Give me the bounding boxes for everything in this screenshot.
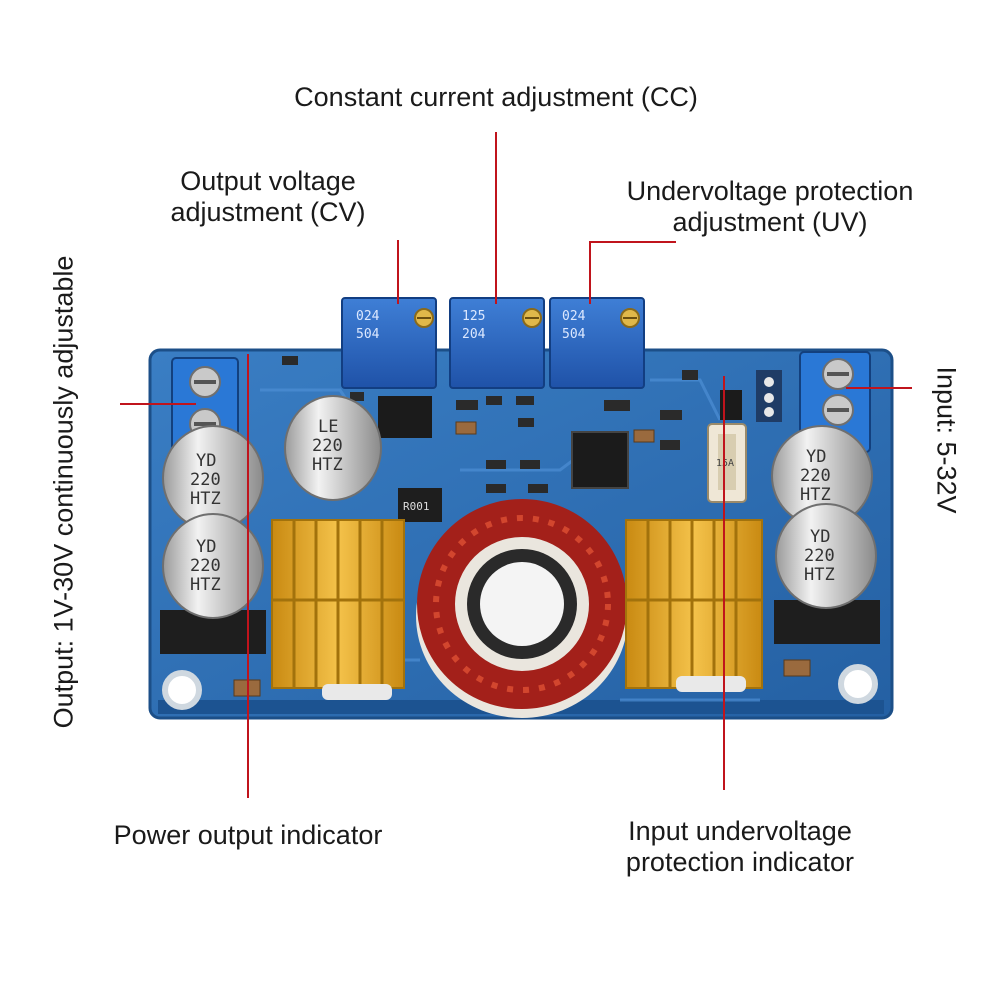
label-power-output-indicator: Power output indicator: [113, 820, 383, 850]
potentiometer-cv: 024 504: [341, 297, 437, 389]
toroid-inductor: [416, 499, 628, 718]
cap-left-bottom-l3: HTZ: [190, 575, 221, 595]
cap-left-top-l1: YD: [196, 451, 216, 471]
cap-left-top-l3: HTZ: [190, 489, 221, 509]
label-output-range: Output: 1V-30V continuously adjustable: [48, 255, 79, 729]
fuse: 15A: [707, 423, 747, 503]
cap-right-top-l3: HTZ: [800, 485, 831, 505]
fuse-rating: 15A: [716, 458, 734, 469]
pot-left-code: 024: [356, 309, 380, 324]
cap-center-l3: HTZ: [312, 455, 343, 475]
potentiometer-cc: 125 204: [449, 297, 545, 389]
heatsink-right: [625, 519, 763, 689]
potentiometer-uv: 024 504: [549, 297, 645, 389]
label-cc-adjustment: Constant current adjustment (CC): [294, 82, 698, 112]
solder-pads: [322, 676, 746, 700]
smd-components: [282, 356, 698, 493]
current-sense-resistor: R001: [398, 488, 442, 522]
ic-chip: [378, 390, 742, 489]
cap-center-l2: 220: [312, 436, 343, 456]
label-uv-line1: Undervoltage protection: [626, 176, 914, 206]
resistor-code: R001: [403, 500, 430, 513]
cap-right-bottom-l1: YD: [810, 527, 830, 547]
label-input-range: Input: 5-32V: [931, 366, 962, 514]
cap-left-bottom-l1: YD: [196, 537, 216, 557]
capacitor-center: LE 220 HTZ: [284, 395, 382, 501]
heatsink-left: [271, 519, 405, 689]
pot-right-code: 024: [562, 309, 586, 324]
cap-right-bottom-l2: 220: [804, 546, 835, 566]
cap-right-top-l1: YD: [806, 447, 826, 467]
cap-left-bottom-l2: 220: [190, 556, 221, 576]
pot-left-value: 504: [356, 327, 380, 342]
pot-mid-value: 204: [462, 327, 486, 342]
label-uv-indicator-line1: Input undervoltage: [628, 816, 852, 846]
label-uv-indicator-line2: protection indicator: [625, 847, 855, 877]
capacitor-left-bottom: YD 220 HTZ: [162, 513, 264, 619]
pot-mid-code: 125: [462, 309, 485, 324]
callout-line-uv: [589, 241, 676, 304]
cap-center-l1: LE: [318, 417, 338, 437]
smd-capacitors: [233, 421, 811, 697]
callout-lines: [120, 132, 912, 798]
mounting-hole-icon: [162, 664, 878, 710]
header-pins: [756, 370, 782, 422]
cap-right-bottom-l3: HTZ: [804, 565, 835, 585]
label-cv-line1: Output voltage: [180, 166, 356, 196]
pot-right-value: 504: [562, 327, 586, 342]
label-cv-line2: adjustment (CV): [170, 197, 366, 227]
cap-left-top-l2: 220: [190, 470, 221, 490]
capacitor-right-bottom: YD 220 HTZ: [775, 503, 877, 609]
cap-right-top-l2: 220: [800, 466, 831, 486]
label-uv-line2: adjustment (UV): [672, 207, 868, 237]
capacitor-right-top: YD 220 HTZ: [771, 425, 873, 527]
